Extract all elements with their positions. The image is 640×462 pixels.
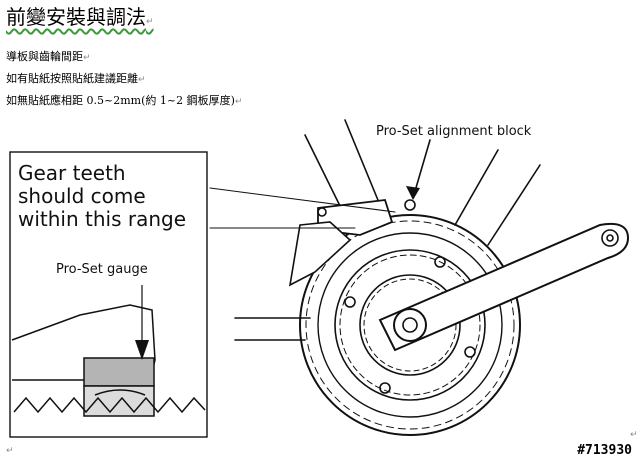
paragraph-mark: ↵ (234, 97, 243, 107)
crank-bolt (402, 317, 418, 333)
callout-leader-line (209, 187, 396, 213)
paragraph-mark: ↵ (630, 430, 638, 440)
alignment-block-label: Pro-Set alignment block (376, 124, 532, 139)
alignment-block-arrow (406, 186, 420, 200)
chainring-bolt (379, 382, 391, 394)
pedal-hole-inner (606, 234, 614, 242)
alignment-block-marker (404, 199, 416, 211)
middle-chainring (334, 249, 486, 401)
seat-stay-line (304, 134, 343, 211)
chainring-teeth (305, 220, 515, 430)
inset-teeth-profile (13, 396, 206, 414)
callout-text-line-2: should come (18, 184, 146, 208)
callout-text-line-1: Gear teeth (18, 161, 126, 185)
chainring-bolt (434, 256, 446, 268)
crank-arm (378, 222, 630, 352)
gauge-label: Pro-Set gauge (56, 262, 148, 277)
chainring-bolt (464, 346, 476, 358)
crank-spindle (393, 308, 427, 342)
inner-chainring-teeth (363, 278, 457, 372)
document-line-2: 如有貼紙按照貼紙建議距離↵ (6, 72, 146, 85)
gauge-pointer-arrow (135, 340, 149, 360)
inner-chainring (359, 274, 461, 376)
derailleur-bolt (317, 207, 327, 217)
paragraph-mark: ↵ (146, 17, 154, 27)
down-tube-line (454, 149, 499, 226)
document-line-1: 導板與齒輪間距↵ (6, 50, 91, 63)
derailleur-cage (288, 221, 352, 287)
gauge-curve (94, 389, 146, 396)
chainring-bolt (344, 296, 356, 308)
paragraph-mark: ↵ (83, 53, 91, 63)
paragraph-mark: ↵ (6, 446, 14, 456)
pro-set-gauge (83, 357, 155, 387)
pedal-hole (601, 229, 619, 247)
document-title: 前變安裝與調法↵ (6, 5, 154, 29)
middle-chainring-teeth (339, 254, 481, 396)
down-tube-line-2 (487, 164, 541, 246)
watermark: #713930 (577, 443, 632, 458)
paragraph-mark: ↵ (138, 75, 146, 85)
outer-chainring (299, 214, 521, 436)
chainring-inner-edge (317, 232, 503, 418)
seat-tube-line (344, 119, 381, 206)
document-line-3: 如無貼紙應相距 0.5~2mm(約 1~2 鋼板厚度)↵ (6, 94, 243, 107)
callout-text-line-3: within this range (18, 207, 186, 231)
